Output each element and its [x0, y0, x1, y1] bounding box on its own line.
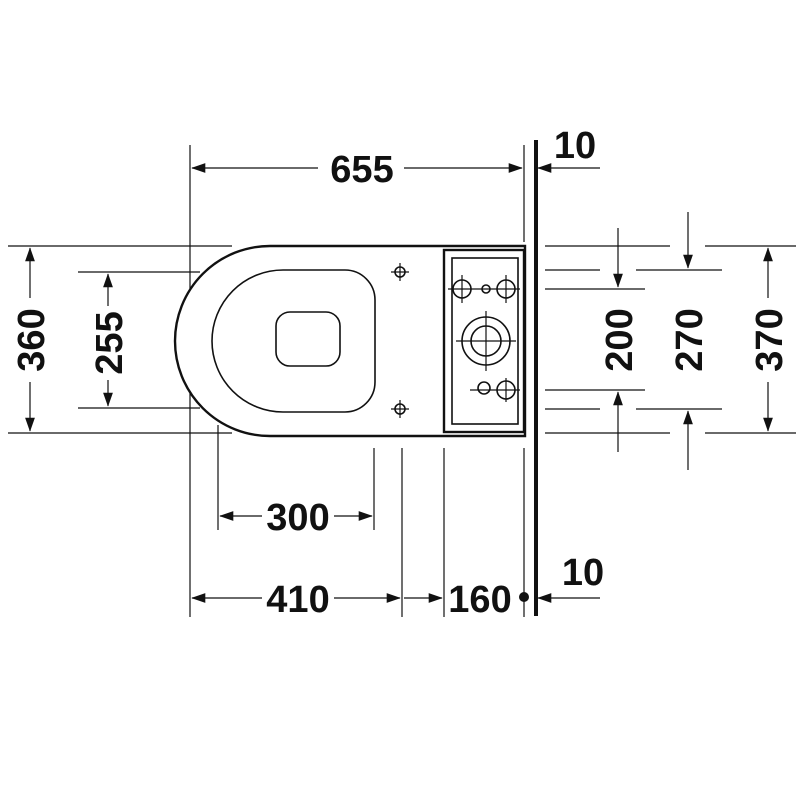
toilet-outline [173, 244, 527, 438]
dimension-lines [25, 163, 773, 603]
cistern-inner-outline [451, 257, 519, 425]
label-wall-gap-top: 10 [554, 125, 596, 167]
label-overall-length: 655 [330, 149, 393, 191]
label-front-to-fixing: 410 [266, 579, 329, 621]
label-overall-width: 360 [11, 308, 53, 371]
label-fixing-to-wall: 160 [448, 579, 511, 621]
cistern-hole-bottom-left [477, 381, 491, 395]
seat-outline [211, 269, 376, 413]
label-cistern-outer: 370 [749, 308, 791, 371]
label-cistern-inner: 200 [599, 308, 641, 371]
label-cistern-mid: 270 [669, 308, 711, 371]
label-seat-depth: 300 [266, 497, 329, 539]
seat-opening [275, 311, 341, 367]
fixing-mark-top [391, 263, 409, 281]
dimension-labels: 655 10 300 410 160 10 360 255 200 270 37… [11, 125, 791, 621]
bowl-outer-outline [173, 244, 527, 438]
label-wall-gap-bottom: 10 [562, 552, 604, 594]
extension-lines [8, 145, 796, 617]
label-seat-width: 255 [89, 311, 131, 374]
fixing-mark-bottom [391, 400, 409, 418]
cistern-outline [442, 248, 526, 434]
